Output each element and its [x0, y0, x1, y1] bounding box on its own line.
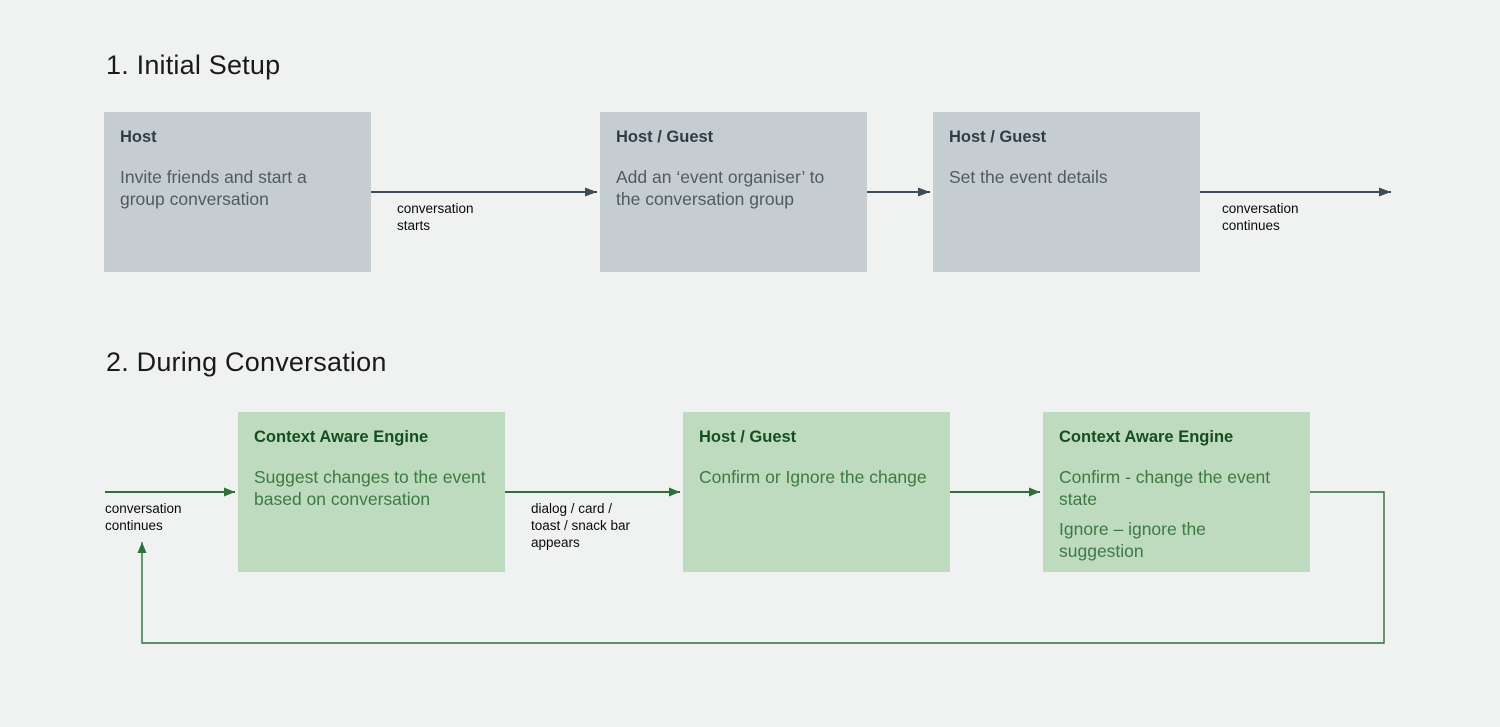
step-box-body: Set the event details: [949, 167, 1108, 187]
step-box-body: Suggest changes to the event based on co…: [254, 467, 486, 509]
step-box-header: Host / Guest: [699, 428, 797, 446]
arrow-label-conversation-continues-out: conversation continues: [1222, 201, 1299, 233]
step-box-header: Host / Guest: [949, 128, 1047, 146]
step-box-engine-apply: Context Aware Engine Confirm - change th…: [1043, 412, 1310, 572]
step-box-header: Host: [120, 128, 157, 146]
step-box-set-details: Host / Guest Set the event details: [933, 112, 1200, 272]
step-box-body: Confirm - change the event state: [1059, 467, 1271, 509]
arrow-label-conversation-starts: conversation starts: [397, 201, 474, 233]
step-box-engine-suggest: Context Aware Engine Suggest changes to …: [238, 412, 505, 572]
step-box-header: Host / Guest: [616, 128, 714, 146]
step-box-body: Invite friends and start a group convers…: [120, 167, 307, 209]
step-box-body: Confirm or Ignore the change: [699, 467, 927, 487]
section-2-title: 2. During Conversation: [106, 347, 387, 377]
step-box-confirm-ignore: Host / Guest Confirm or Ignore the chang…: [683, 412, 950, 572]
step-box-header: Context Aware Engine: [254, 428, 429, 446]
step-box-body: Add an ‘event organiser’ to the conversa…: [616, 167, 825, 209]
section-1-title: 1. Initial Setup: [106, 50, 281, 80]
step-box-host: Host Invite friends and start a group co…: [104, 112, 371, 272]
step-box-header: Context Aware Engine: [1059, 428, 1234, 446]
arrow-label-suggestion-ui: dialog / card / toast / snack bar appear…: [531, 501, 631, 550]
step-box-body-2: Ignore – ignore the suggestion: [1059, 519, 1206, 561]
arrow-label-conversation-continues-in: conversation continues: [105, 501, 182, 533]
step-box-add-organiser: Host / Guest Add an ‘event organiser’ to…: [600, 112, 867, 272]
